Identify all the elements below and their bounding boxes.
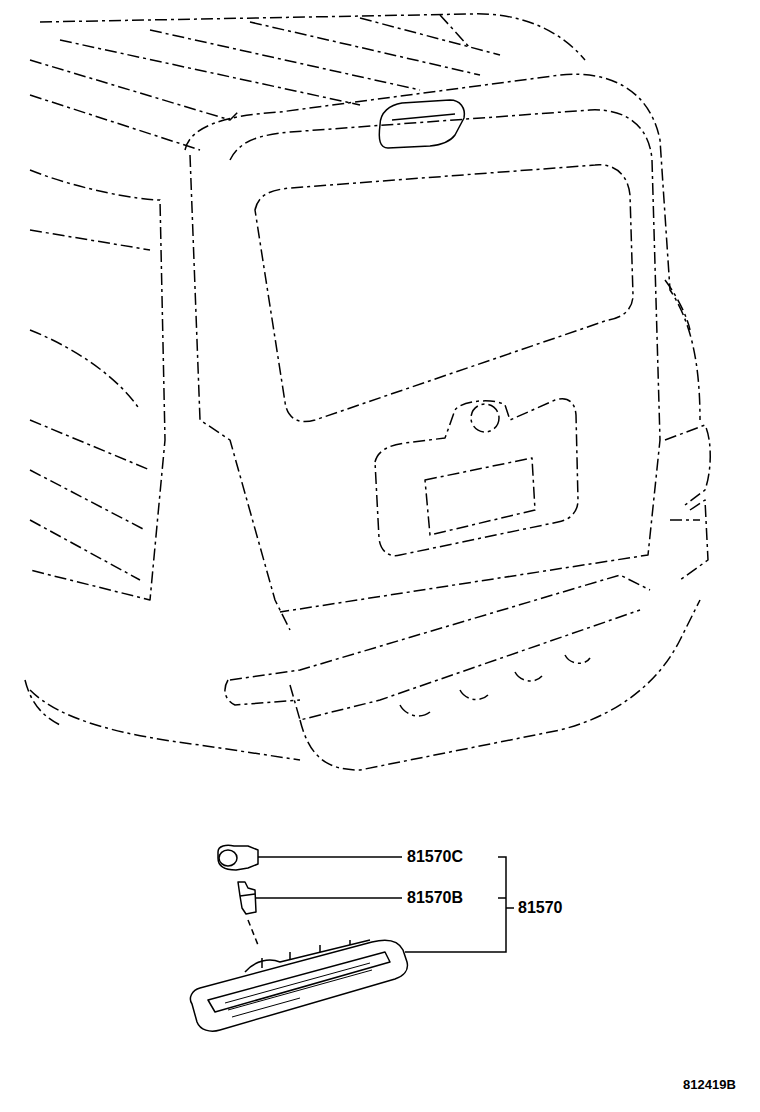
assembly-number: 81570 <box>518 899 563 917</box>
part-number: 81570C <box>407 848 463 866</box>
figure-code: 812419B <box>683 1078 736 1092</box>
part-number: 81570B <box>407 889 463 907</box>
lamp-parts <box>190 845 407 1031</box>
leader-lines <box>256 857 514 952</box>
